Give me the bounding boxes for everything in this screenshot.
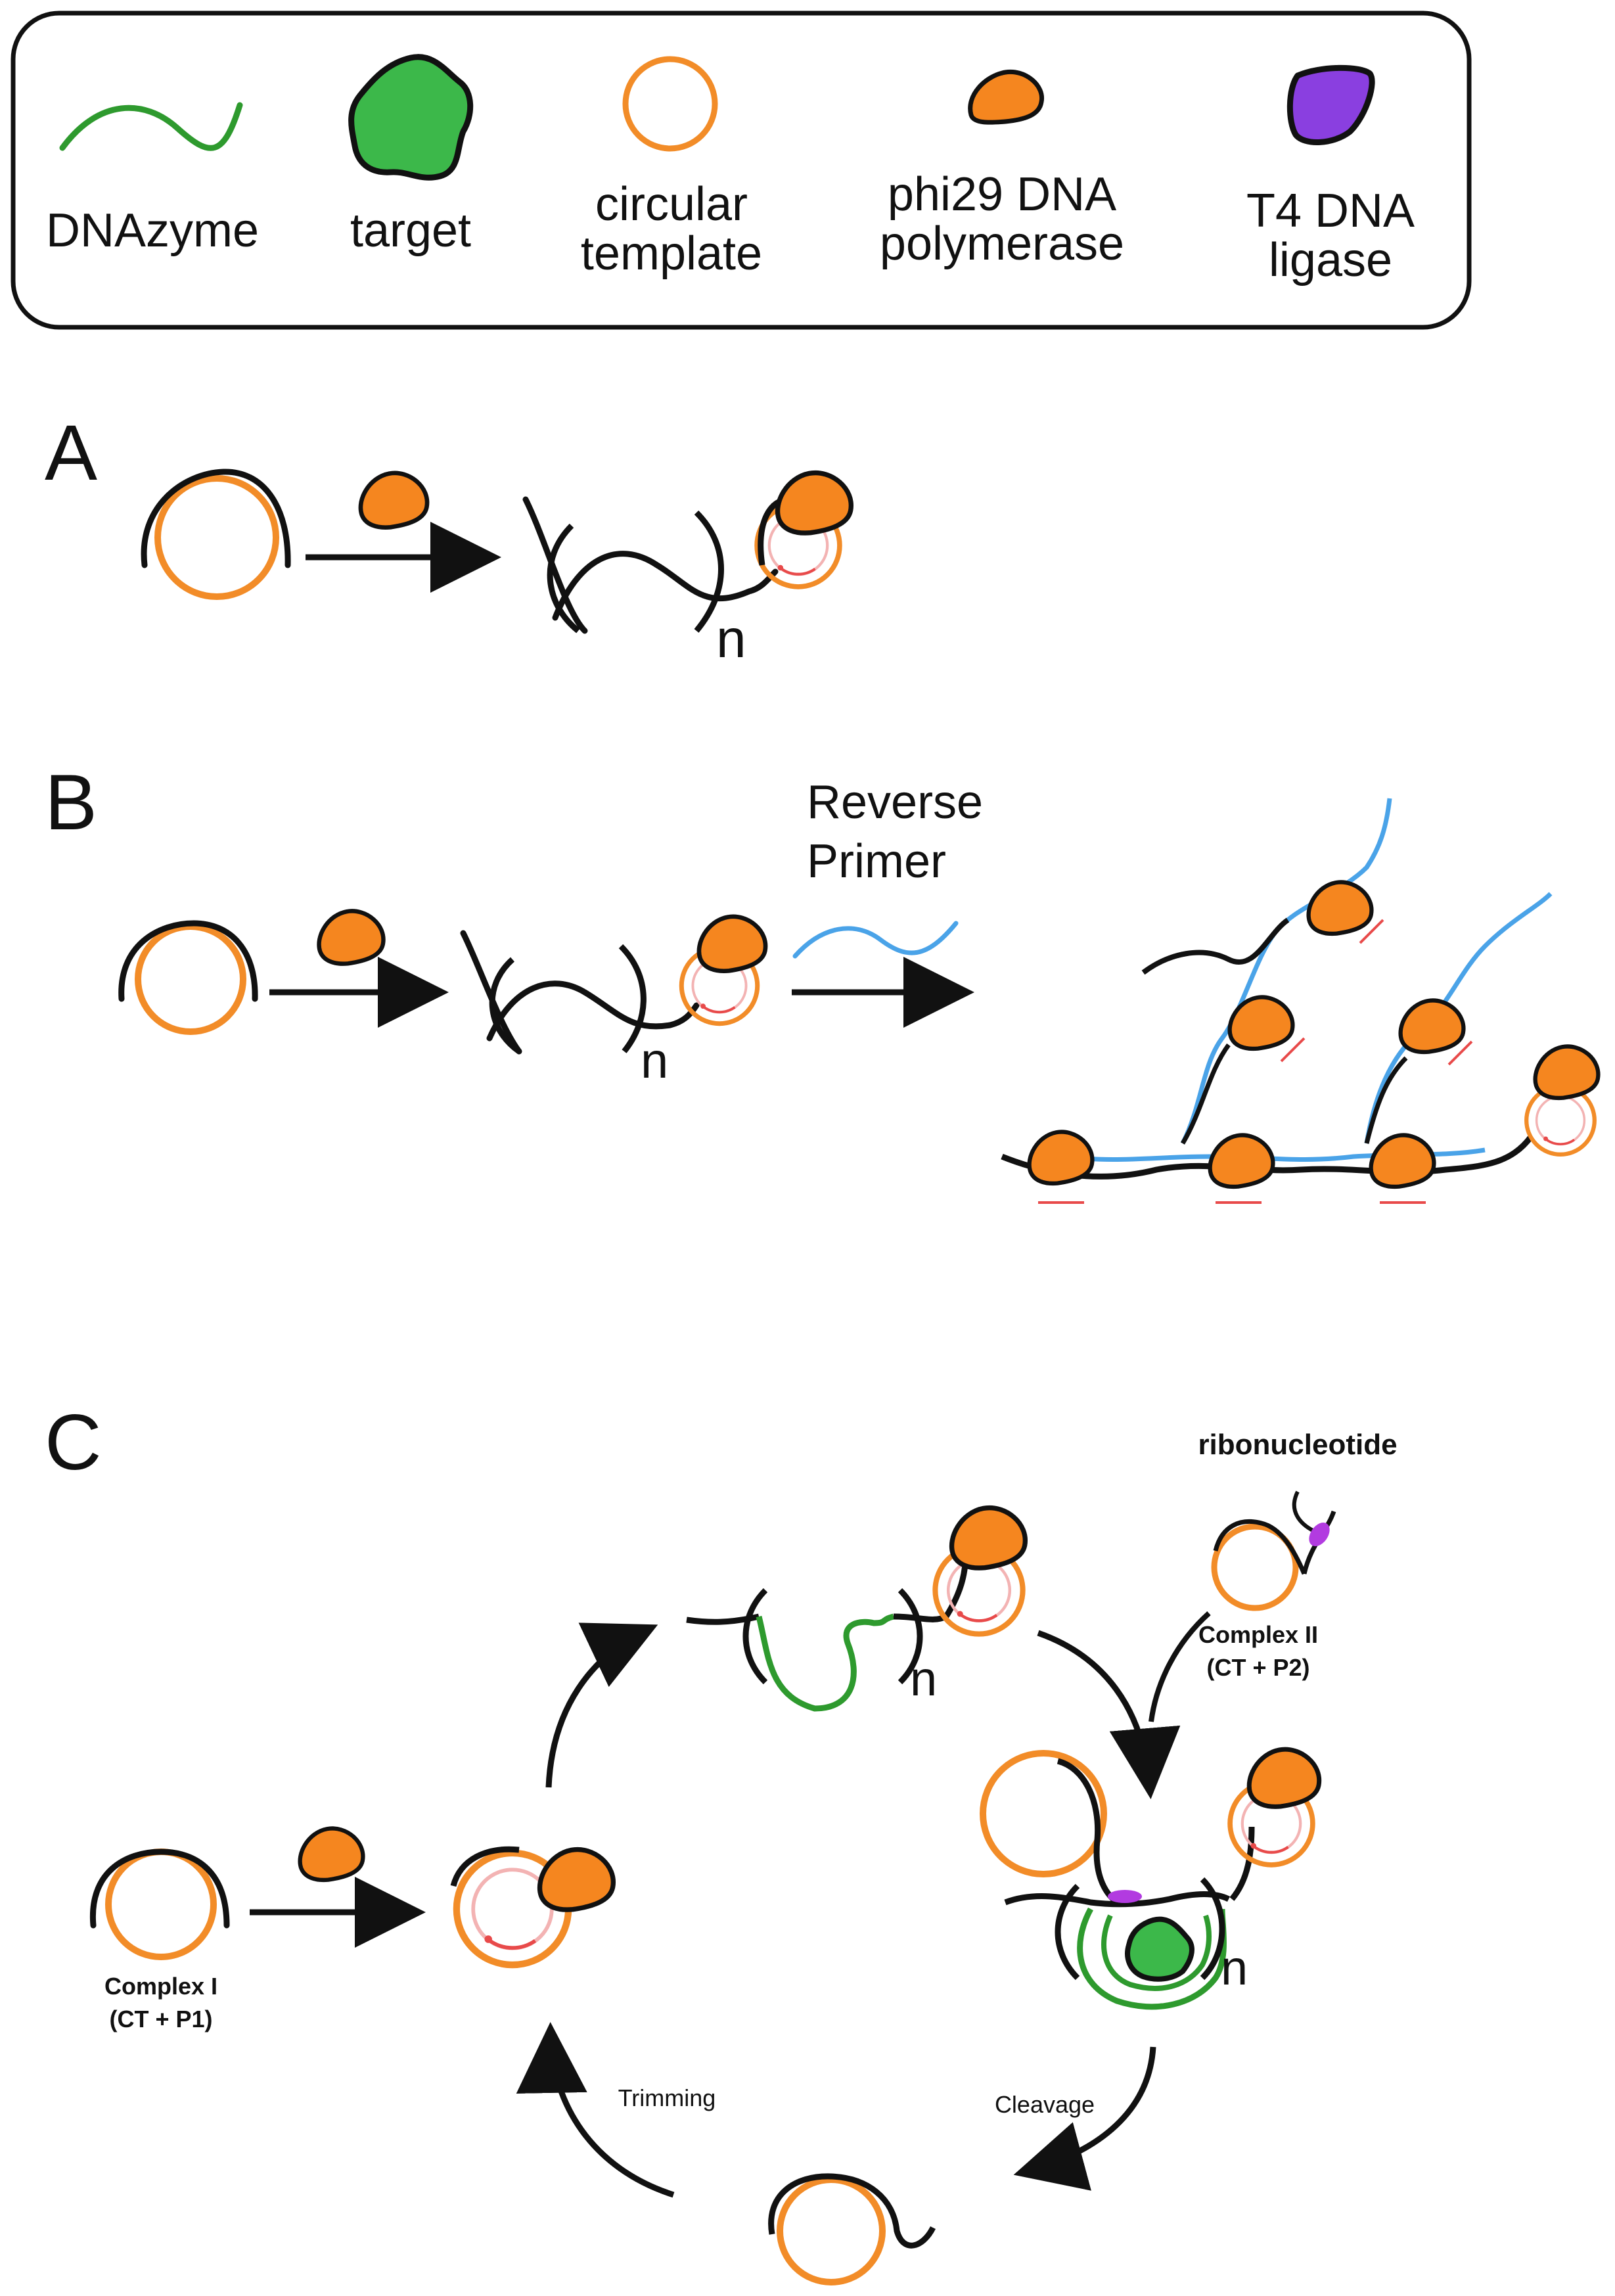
complex-i-sublabel: (CT + P1) bbox=[109, 2006, 212, 2032]
ring-icon bbox=[622, 56, 718, 152]
ligase-icon bbox=[1286, 64, 1375, 145]
cycle-arrow bbox=[1013, 2046, 1156, 2191]
complex-ii-sublabel: (CT + P2) bbox=[1206, 1654, 1309, 1681]
bracket-left bbox=[489, 957, 521, 1054]
rca-product-strand bbox=[552, 551, 779, 621]
legend-item-dnazyme: DNAzyme bbox=[46, 102, 259, 257]
complex-i: Complex I (CT + P1) bbox=[89, 1848, 230, 2032]
polymerase-icon bbox=[300, 1828, 363, 1879]
legend-label-t4: T4 DNA bbox=[1246, 185, 1415, 237]
legend-item-target: target bbox=[348, 54, 474, 257]
repeat-n: n bbox=[716, 609, 746, 669]
cleavage-label: Cleavage bbox=[995, 2091, 1095, 2118]
legend: DNAzyme target circular template phi29 D… bbox=[11, 11, 1472, 330]
cycle-arrow bbox=[545, 1622, 658, 1788]
bracket-right bbox=[694, 510, 724, 633]
legend-label-circular: circular bbox=[595, 178, 748, 231]
primer-strand bbox=[141, 469, 291, 568]
rca-product-strand bbox=[522, 496, 588, 634]
complex-i-label: Complex I bbox=[104, 1973, 217, 2000]
initiation-complex bbox=[450, 1846, 613, 1965]
reagent-label-primer: Primer bbox=[807, 835, 946, 888]
reagent-label-reverse: Reverse bbox=[807, 776, 983, 829]
legend-item-ligase: T4 DNA ligase bbox=[1246, 64, 1415, 287]
panel-b: B n Reverse Primer bbox=[45, 758, 1598, 1204]
cleaved-complex bbox=[768, 2173, 936, 2285]
circular-template bbox=[154, 475, 279, 600]
polymerase-icon bbox=[778, 473, 852, 534]
panel-label-a: A bbox=[45, 409, 97, 497]
legend-label-template: template bbox=[581, 227, 762, 280]
polymerase-icon bbox=[319, 911, 384, 963]
panel-a: A n bbox=[45, 409, 851, 669]
trimming-label: Trimming bbox=[618, 2084, 716, 2111]
bracket-left bbox=[547, 523, 580, 633]
repeat-n-right: n bbox=[1221, 1940, 1248, 1995]
merge-arrow bbox=[1149, 1611, 1211, 1722]
panel-label-c: C bbox=[45, 1398, 102, 1486]
reverse-primer-icon bbox=[792, 921, 959, 959]
panel-c: C Complex I (CT + P1) n bbox=[45, 1398, 1398, 2285]
legend-item-circular-template: circular template bbox=[581, 56, 762, 280]
polymerase-icon bbox=[699, 917, 765, 971]
ribonucleotide-label: ribonucleotide bbox=[1198, 1429, 1397, 1461]
legend-label-polymerase: polymerase bbox=[880, 218, 1124, 270]
legend-label-dnazyme: DNAzyme bbox=[46, 204, 259, 257]
repeat-n-top: n bbox=[910, 1651, 937, 1706]
polymerase-icon bbox=[968, 69, 1044, 125]
cycle-arrow bbox=[1037, 1630, 1181, 1799]
cycle-arrow bbox=[516, 2022, 675, 2198]
star-blob-icon bbox=[348, 54, 474, 181]
legend-item-polymerase: phi29 DNA polymerase bbox=[880, 69, 1124, 270]
complex-ii-label: Complex II bbox=[1198, 1621, 1318, 1648]
primer-strand bbox=[118, 920, 258, 1002]
rca-product-strand bbox=[486, 980, 700, 1042]
hyperbranched-product bbox=[1001, 798, 1598, 1204]
bracket-right bbox=[618, 944, 647, 1053]
panel-label-b: B bbox=[45, 758, 97, 846]
polymerase-icon bbox=[361, 473, 427, 528]
legend-box bbox=[11, 11, 1472, 330]
circular-template bbox=[135, 923, 246, 1035]
target-recognition-complex: n bbox=[980, 1749, 1319, 2010]
wavy-strand-icon bbox=[59, 102, 243, 151]
legend-label-target: target bbox=[350, 204, 471, 257]
dnazyme-product: n bbox=[686, 1508, 1025, 1712]
legend-label-phi29: phi29 DNA bbox=[888, 168, 1116, 221]
legend-label-ligase: ligase bbox=[1269, 234, 1392, 287]
complex-ii: ribonucleotide Complex II (CT + P2) bbox=[1198, 1429, 1397, 1681]
repeat-n: n bbox=[641, 1033, 668, 1089]
